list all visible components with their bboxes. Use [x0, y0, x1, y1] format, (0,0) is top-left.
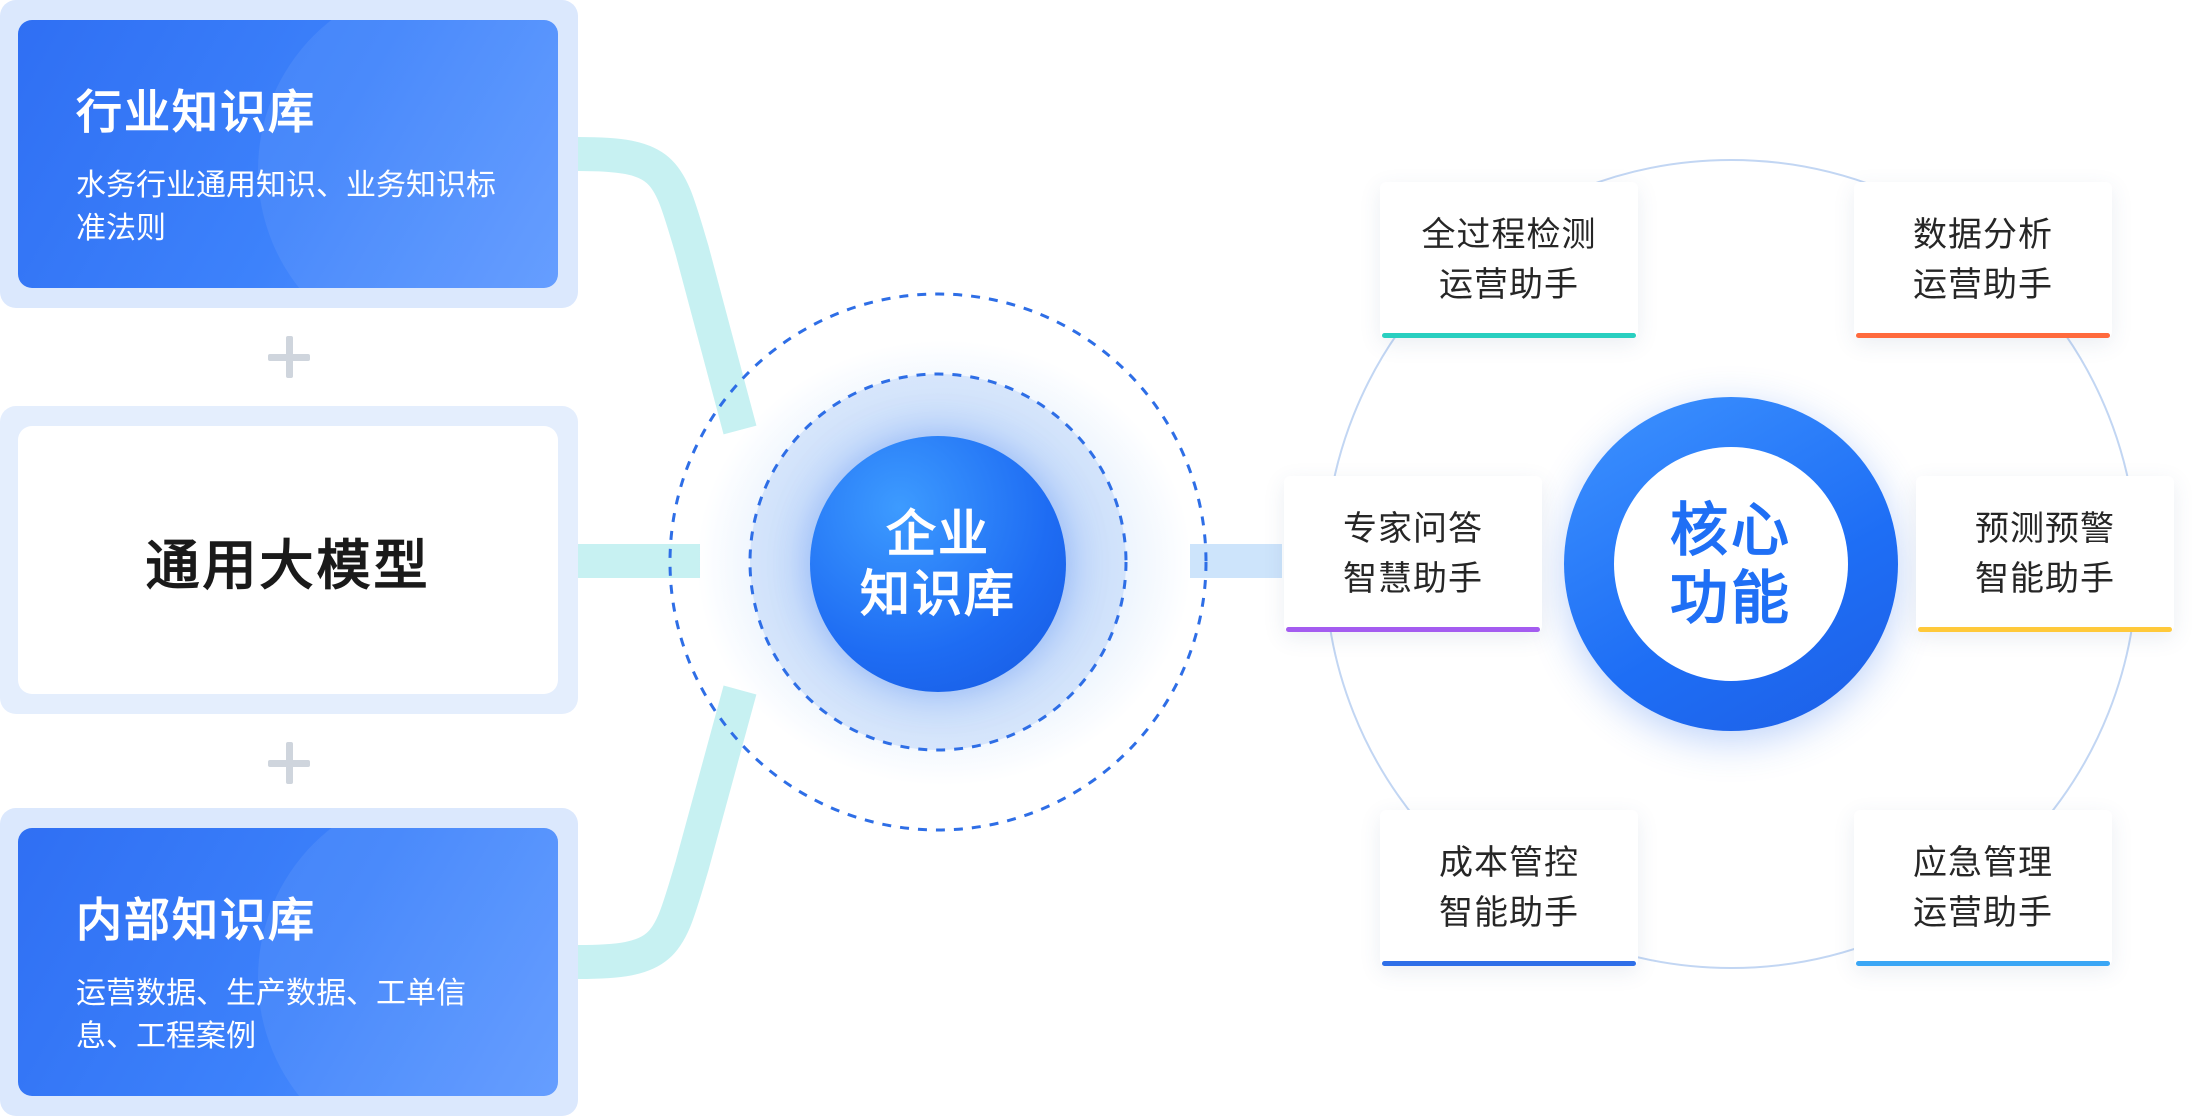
internal-kb-frame: 内部知识库 运营数据、生产数据、工单信息、工程案例: [0, 808, 578, 1116]
function-accent-bar: [1286, 627, 1540, 632]
industry-kb-frame: 行业知识库 水务行业通用知识、业务知识标准法则: [0, 0, 578, 308]
function-accent-bar: [1918, 627, 2172, 632]
hub-label-line2: 知识库: [860, 565, 1016, 623]
function-line2: 智能助手: [1975, 559, 2115, 599]
function-card-expert-qa[interactable]: 专家问答 智慧助手: [1284, 476, 1542, 632]
core-label-line1: 核心: [1669, 496, 1792, 564]
function-line2: 运营助手: [1913, 265, 2053, 305]
industry-kb-card[interactable]: 行业知识库 水务行业通用知识、业务知识标准法则: [18, 20, 558, 288]
function-line2: 运营助手: [1439, 265, 1579, 305]
function-line2: 运营助手: [1913, 893, 2053, 933]
hub-outer-dashed-ring: [668, 292, 1208, 832]
function-card-emergency-management[interactable]: 应急管理 运营助手: [1854, 810, 2112, 966]
function-line1: 成本管控: [1439, 843, 1579, 883]
plus-icon: [268, 742, 310, 784]
internal-kb-desc: 运营数据、生产数据、工单信息、工程案例: [76, 976, 466, 1054]
core-function-ring[interactable]: 核心 功能: [1564, 397, 1898, 731]
industry-kb-title: 行业知识库: [76, 85, 316, 139]
function-card-forecast-warning[interactable]: 预测预警 智能助手: [1916, 476, 2174, 632]
function-card-cost-control[interactable]: 成本管控 智能助手: [1380, 810, 1638, 966]
internal-kb-title: 内部知识库: [76, 893, 316, 947]
plus-icon: [268, 336, 310, 378]
function-accent-bar: [1382, 333, 1636, 338]
function-line1: 数据分析: [1913, 215, 2053, 255]
function-line2: 智能助手: [1439, 893, 1579, 933]
function-line1: 应急管理: [1913, 843, 2053, 883]
general-model-card[interactable]: 通用大模型: [18, 426, 558, 694]
general-model-title: 通用大模型: [145, 533, 431, 597]
hub-inner-dashed-ring: [748, 372, 1128, 752]
internal-kb-card[interactable]: 内部知识库 运营数据、生产数据、工单信息、工程案例: [18, 828, 558, 1096]
function-line1: 全过程检测: [1421, 215, 1597, 255]
function-line1: 专家问答: [1343, 509, 1483, 549]
function-card-process-monitoring[interactable]: 全过程检测 运营助手: [1380, 182, 1638, 338]
connector-internal: [577, 685, 757, 979]
core-label-line2: 功能: [1669, 564, 1792, 632]
function-accent-bar: [1856, 961, 2110, 966]
industry-kb-desc: 水务行业通用知识、业务知识标准法则: [76, 168, 496, 246]
core-function-center: 核心 功能: [1614, 447, 1848, 681]
connector-industry: [577, 137, 757, 435]
enterprise-kb-hub[interactable]: 企业 知识库: [810, 436, 1066, 692]
function-accent-bar: [1856, 333, 2110, 338]
function-line1: 预测预警: [1975, 509, 2115, 549]
function-card-data-analysis[interactable]: 数据分析 运营助手: [1854, 182, 2112, 338]
hub-label-line1: 企业: [886, 505, 990, 563]
function-accent-bar: [1382, 961, 1636, 966]
general-model-frame: 通用大模型: [0, 406, 578, 714]
function-line2: 智慧助手: [1343, 559, 1483, 599]
